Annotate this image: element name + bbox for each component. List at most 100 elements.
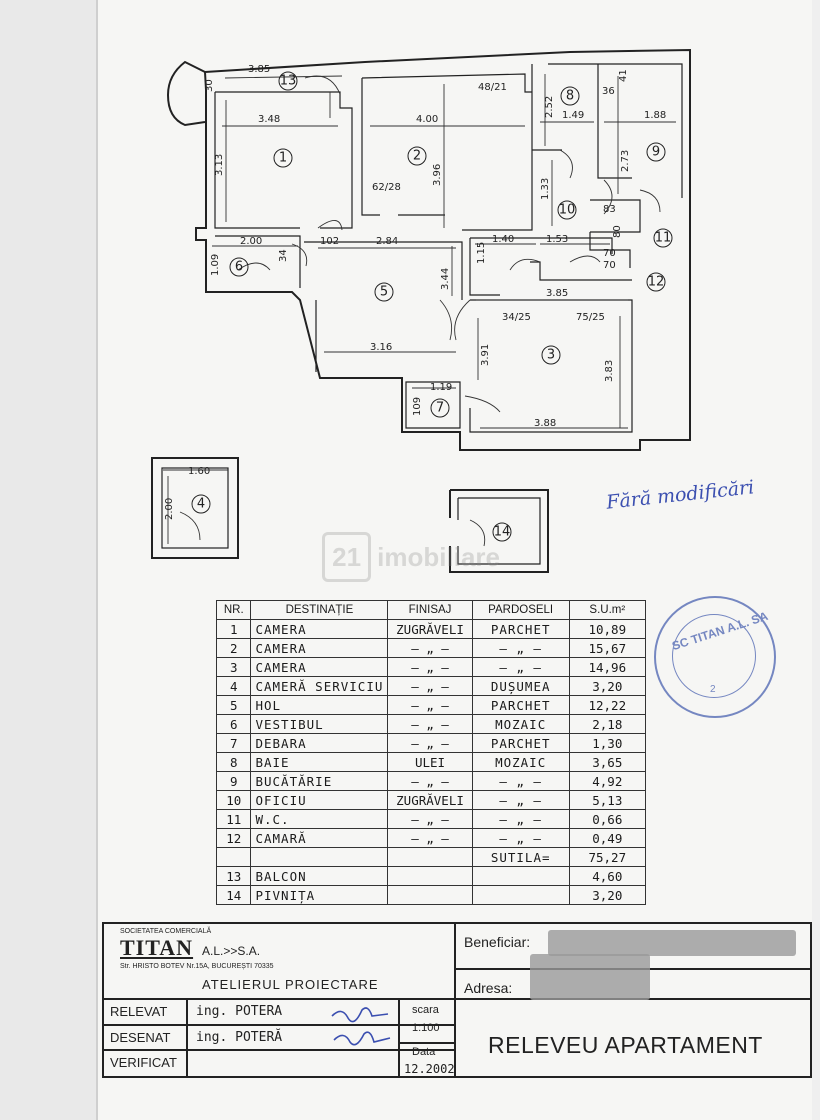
cell-suprafata: 0,66: [568, 809, 647, 829]
cell-suprafata: 15,67: [568, 638, 647, 658]
dim-label: 3.85: [248, 64, 270, 75]
dim-label: 34/25: [502, 312, 531, 323]
cell-nr: 7: [215, 733, 252, 753]
scara-label: scara: [412, 1004, 439, 1016]
cell-finisaj: — „ —: [387, 828, 473, 848]
cell-nr: 13: [215, 866, 252, 886]
dim-label: 3.44: [440, 268, 451, 290]
cell-pardoseli: — „ —: [471, 657, 570, 677]
cell-suprafata: 3,20: [568, 676, 647, 696]
header-destinatie: DESTINAȚIE: [250, 600, 389, 620]
total-value: 75,27: [568, 847, 647, 867]
company-brand: TITAN: [120, 935, 194, 960]
dim-label: 1.19: [430, 382, 452, 393]
dim-label: 70: [603, 248, 616, 259]
dim-label: 3.88: [534, 418, 556, 429]
room-number: 2: [413, 149, 421, 164]
cell-finisaj: ZUGRĂVELI: [387, 790, 473, 810]
total-label: SUTILA=: [471, 847, 570, 867]
cell-suprafata: 5,13: [568, 790, 647, 810]
desenat-value: ing. POTERĂ: [196, 1030, 283, 1045]
header-su: S.U.m²: [568, 600, 647, 620]
watermark-box: 21: [322, 532, 372, 582]
table-header-row: NR. DESTINAȚIE FINISAJ PARDOSELI S.U.m²: [215, 600, 647, 620]
cell-finisaj: — „ —: [387, 638, 473, 658]
floor-plan: 3.85 30 3.48 3.13 4.00 3.96 62/28 48/21 …: [151, 48, 691, 573]
room-number: 9: [652, 145, 660, 160]
dim-label: 2.84: [376, 236, 398, 247]
rooms-table: NR. DESTINAȚIE FINISAJ PARDOSELI S.U.m² …: [215, 600, 647, 905]
room-14-outline: [449, 489, 549, 573]
title-block: SOCIETATEA COMERCIALĂ TITAN A.L.>>S.A. S…: [102, 922, 812, 1080]
watermark-text: imobiliare: [377, 541, 500, 572]
dim-label: 2.00: [164, 498, 175, 520]
room-4-outline: [151, 457, 239, 559]
cell-nr: 3: [215, 657, 252, 677]
watermark-logo: 21 imobiliare: [322, 532, 500, 582]
dimension-labels: 3.85 30 3.48 3.13 4.00 3.96 62/28 48/21 …: [164, 64, 666, 520]
cell-nr: 8: [215, 752, 252, 772]
dim-label: 3.16: [370, 342, 392, 353]
company-address: Str. HRISTO BOTEV Nr.15A, BUCUREȘTI 7033…: [120, 963, 274, 970]
room-number: 7: [436, 401, 444, 416]
cell-destinatie: CAMARĂ: [250, 828, 389, 848]
desenat-label: DESENAT: [110, 1030, 171, 1045]
dim-label: 1.15: [476, 242, 487, 264]
room-number: 10: [559, 203, 576, 218]
cell-nr: 14: [215, 885, 252, 905]
cell-destinatie: CAMERA: [250, 619, 389, 639]
room-number: 5: [380, 285, 388, 300]
dim-label: 30: [204, 79, 215, 92]
cell-finisaj: ULEI: [387, 752, 473, 772]
cell-finisaj: — „ —: [387, 714, 473, 734]
cell-destinatie: BUCĂTĂRIE: [250, 771, 389, 791]
cell-nr: 6: [215, 714, 252, 734]
cell-destinatie: BALCON: [250, 866, 389, 886]
dim-label: 1.88: [644, 110, 666, 121]
header-pardoseli: PARDOSELI: [471, 600, 570, 620]
company-label: SOCIETATEA COMERCIALĂ: [120, 928, 212, 935]
cell-destinatie: CAMERĂ SERVICIU: [250, 676, 389, 696]
cell-pardoseli: — „ —: [471, 771, 570, 791]
room-number: 4: [197, 497, 205, 512]
dim-label: 1.49: [562, 110, 584, 121]
dim-label: 1.40: [492, 234, 514, 245]
cell-destinatie: CAMERA: [250, 657, 389, 677]
cell-suprafata: 2,18: [568, 714, 647, 734]
room-4-inner: [161, 467, 229, 549]
cell-finisaj: — „ —: [387, 733, 473, 753]
cell-destinatie: DEBARA: [250, 733, 389, 753]
dim-label: 2.00: [240, 236, 262, 247]
dim-label: 2.73: [620, 150, 631, 172]
dim-label: 48/21: [478, 82, 507, 93]
header-finisaj: FINISAJ: [387, 600, 473, 620]
cell-nr: 11: [215, 809, 252, 829]
cell-pardoseli: MOZAIC: [471, 752, 570, 772]
dim-label: 1.53: [546, 234, 568, 245]
room-number: 6: [235, 260, 243, 275]
company-stamp: SC TITAN A.L. SA 2: [654, 596, 776, 718]
dim-label: 75/25: [576, 312, 605, 323]
dim-label: 1.09: [210, 254, 221, 276]
cell-suprafata: 14,96: [568, 657, 647, 677]
cell-suprafata: 3,20: [568, 885, 647, 905]
relevat-label: RELEVAT: [110, 1004, 168, 1019]
dim-label: 62/28: [372, 182, 401, 193]
cell-nr: 12: [215, 828, 252, 848]
dim-label: 34: [278, 249, 289, 262]
cell-finisaj: — „ —: [387, 809, 473, 829]
cell-empty: [387, 866, 473, 886]
cell-destinatie: OFICIU: [250, 790, 389, 810]
cell-suprafata: 4,60: [568, 866, 647, 886]
dim-label: 36: [602, 86, 615, 97]
redacted-beneficiar: [548, 930, 796, 956]
balcony-outline: [166, 60, 206, 127]
stamp-number: 2: [710, 684, 716, 695]
table-total-row: SUTILA=75,27: [215, 847, 647, 867]
cell-destinatie: W.C.: [250, 809, 389, 829]
